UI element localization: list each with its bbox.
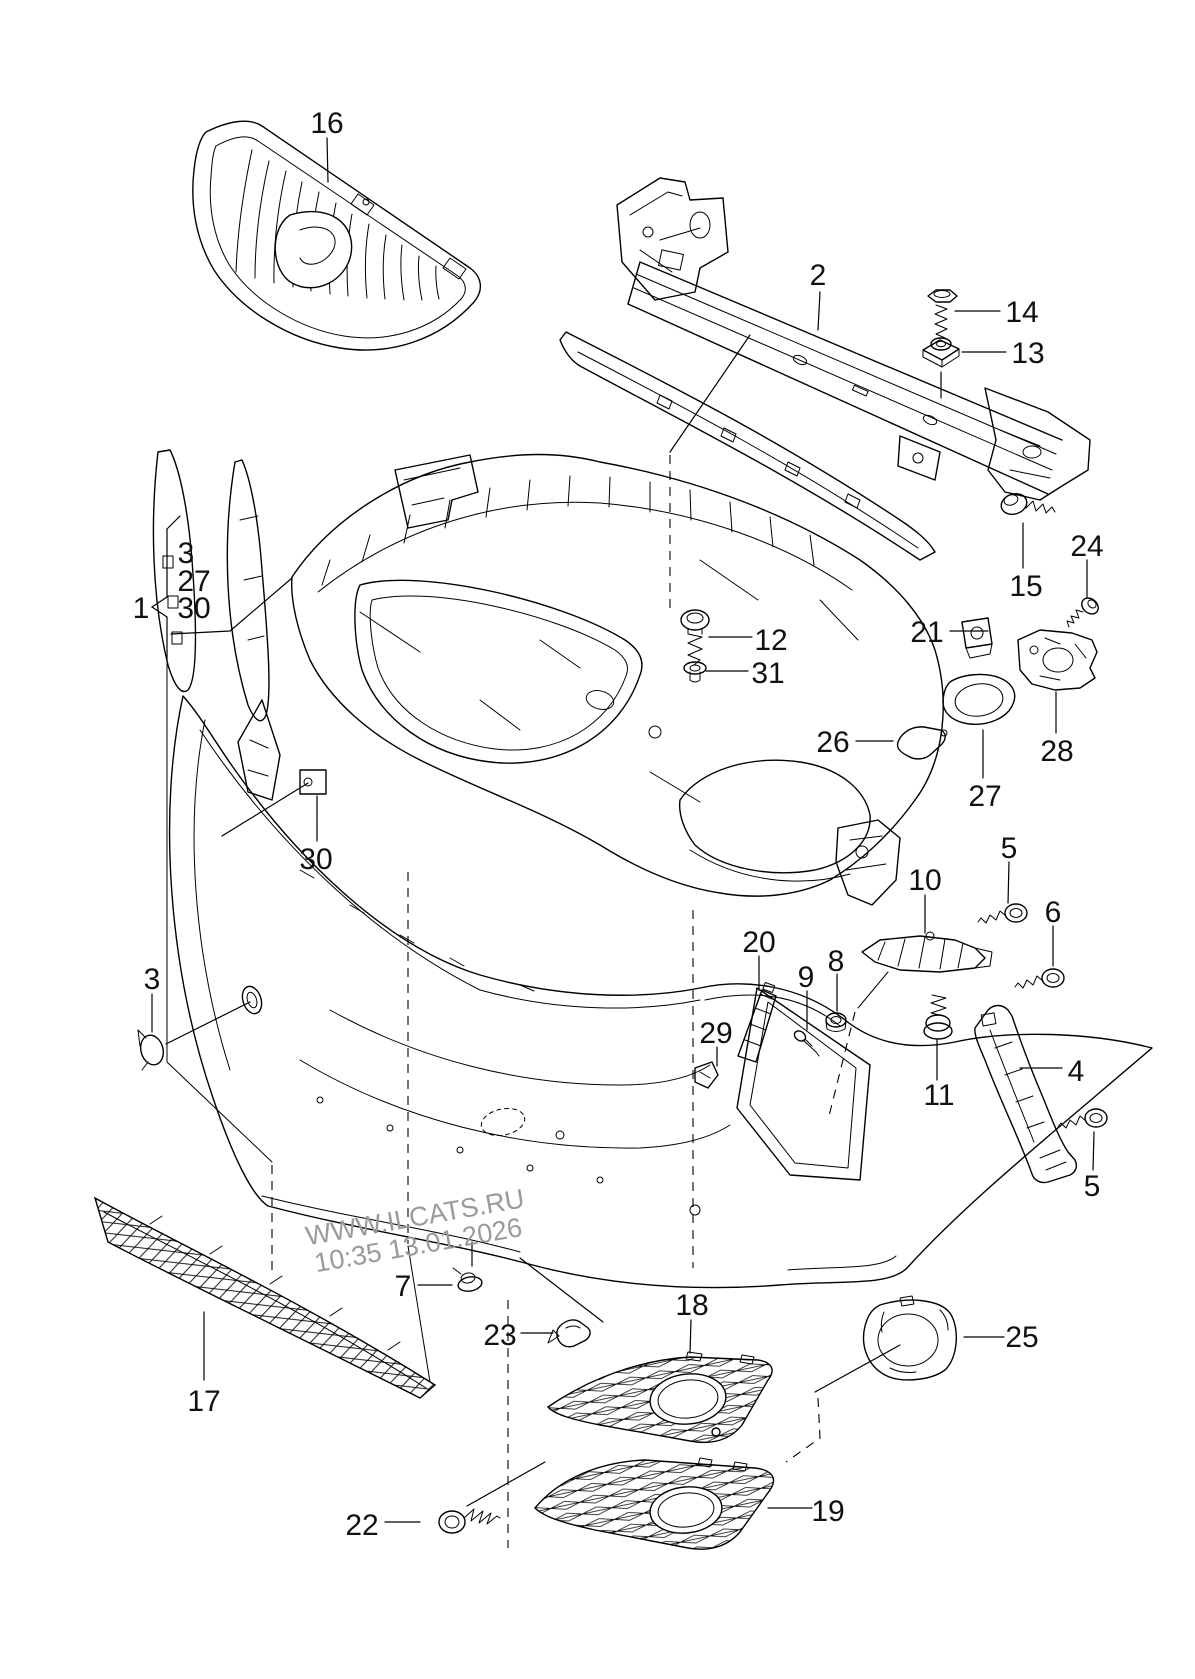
callout-5-upper: 5: [1001, 832, 1018, 865]
clip-part-29: [694, 1061, 719, 1089]
cap-part-3: [137, 1001, 251, 1071]
callout-labels: 16 2 14 13 15 24 21 28 12 31 26 27 1 3 2…: [133, 107, 1104, 1542]
bracket-part-20: [737, 981, 777, 1063]
callout-22: 22: [345, 1509, 378, 1542]
callout-23: 23: [483, 1319, 516, 1352]
callout-3: 3: [144, 963, 161, 996]
callout-14: 14: [1005, 296, 1038, 329]
callout-28: 28: [1040, 735, 1073, 768]
side-bracket-slivers: [152, 449, 327, 801]
callout-8: 8: [828, 945, 845, 978]
screw-part-6: [1014, 968, 1065, 989]
callout-27-group: 27: [177, 565, 210, 598]
bracket-part-4: [974, 1004, 1078, 1184]
callout-24: 24: [1070, 530, 1103, 563]
callout-11: 11: [923, 1079, 954, 1112]
bezel-part-27: [942, 673, 1016, 725]
bracket-part-10: [861, 931, 993, 973]
callout-1: 1: [133, 592, 150, 625]
callout-4: 4: [1068, 1055, 1085, 1088]
callout-27-bezel: 27: [968, 780, 1001, 813]
callout-26: 26: [816, 726, 849, 759]
bracket-part-28: [1017, 629, 1098, 691]
callout-21: 21: [910, 616, 943, 649]
callout-15: 15: [1009, 570, 1042, 603]
grille-part-16: [192, 120, 481, 351]
screw-part-12: [680, 609, 710, 666]
callout-leader-lines: [150, 137, 1095, 1523]
callout-20: 20: [742, 926, 775, 959]
callout-13: 13: [1011, 337, 1044, 370]
screw-part-11: [923, 994, 953, 1040]
construction-lines: [166, 334, 901, 1548]
callout-6: 6: [1045, 896, 1062, 929]
callout-18: 18: [675, 1289, 708, 1322]
callout-25: 25: [1005, 1321, 1038, 1354]
fog-bezel-part-25: [862, 1295, 958, 1381]
screw-part-5-upper: [977, 903, 1028, 924]
center-grille-part-17: [93, 1196, 437, 1399]
watermark: WWW.ILCATS.RU 10:35 13.01.2026: [303, 1183, 526, 1278]
screw-part-5-lower: [1057, 1108, 1108, 1129]
callout-17: 17: [187, 1385, 220, 1418]
reinforcement-beam-part-2: [559, 177, 1091, 561]
bumper-cover-part-1: [168, 695, 1153, 1289]
bolt-part-14: [927, 289, 958, 339]
callout-9: 9: [798, 961, 815, 994]
screw-part-9: [793, 1030, 820, 1057]
callout-30-group: 30: [177, 592, 210, 625]
nut-part-13: [922, 337, 960, 399]
callout-29: 29: [699, 1017, 732, 1050]
screw-part-15: [1000, 492, 1056, 516]
clip-part-23: [547, 1319, 591, 1348]
callout-19: 19: [811, 1495, 844, 1528]
fastener-part-31: [683, 661, 707, 683]
fog-grille-part-19: [534, 1457, 775, 1550]
callout-2: 2: [810, 259, 827, 292]
screw-part-24: [1066, 597, 1099, 628]
callout-10: 10: [908, 864, 941, 897]
callout-16: 16: [310, 107, 343, 140]
clip-nut-part-21: [961, 617, 993, 659]
callout-30: 30: [299, 843, 332, 876]
fog-grille-part-18: [546, 1351, 773, 1443]
bumper-carrier: [290, 453, 944, 906]
callout-5-lower: 5: [1084, 1170, 1101, 1203]
callout-12: 12: [754, 624, 787, 657]
callout-3-group: 3: [178, 537, 195, 570]
callout-7: 7: [395, 1270, 412, 1303]
cover-cap-part-26: [896, 726, 948, 760]
screw-part-7: [452, 1241, 483, 1292]
screw-part-22: [438, 1508, 501, 1534]
nut-part-8: [825, 1012, 847, 1032]
callout-31: 31: [751, 657, 784, 690]
